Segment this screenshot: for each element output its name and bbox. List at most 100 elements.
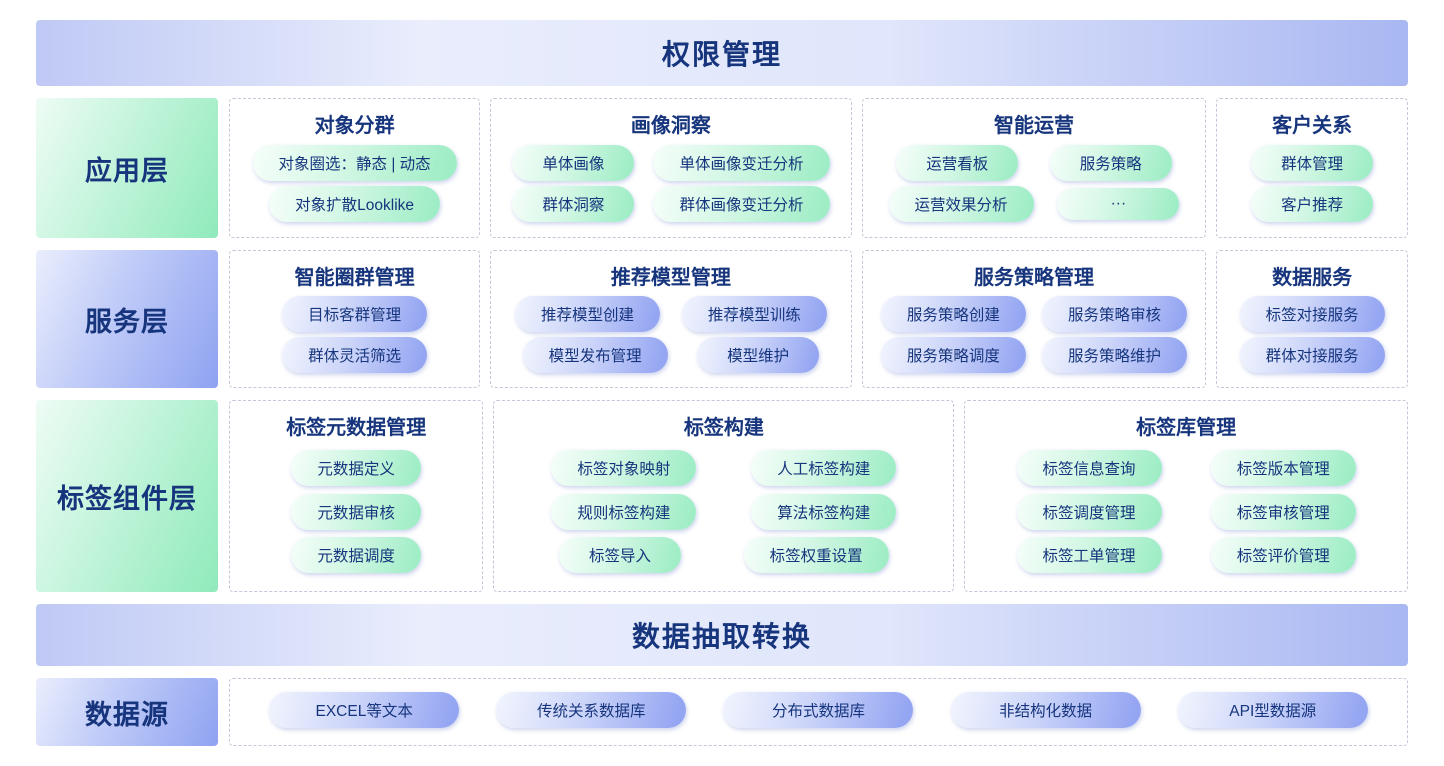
pill: 群体洞察 <box>512 186 635 222</box>
pill-rows: 标签对象映射人工标签构建规则标签构建 算法标签构建标签导入 标签权重设置 <box>504 442 943 581</box>
tag-component-layer-label: 标签组件层 <box>36 400 218 592</box>
section-title: 标签元数据管理 <box>286 417 427 439</box>
pill: 标签对象映射 <box>551 449 697 486</box>
section: 推荐模型管理推荐模型创建推荐模型训练模型发布管理模型维护 <box>490 250 852 388</box>
section: 标签元数据管理元数据定义元数据审核元数据调度 <box>229 400 484 592</box>
pill: EXCEL等文本 <box>269 692 460 728</box>
pill-rows: 推荐模型创建推荐模型训练模型发布管理模型维护 <box>501 292 841 377</box>
pill: 目标客群管理 <box>282 296 428 333</box>
app-layer-sections: 对象分群对象圈选：静态 | 动态对象扩散Looklike 画像洞察单体画像单体画像… <box>229 98 1408 238</box>
pill: 服务策略调度 <box>880 336 1026 373</box>
section-title: 推荐模型管理 <box>610 267 731 289</box>
pill: 单体画像 <box>512 145 635 181</box>
pill-rows: EXCEL等文本传统关系数据库分布式数据库非结构化数据 API型数据源 <box>240 685 1397 735</box>
tag-component-layer-sections: 标签元数据管理元数据定义元数据审核元数据调度标签构建标签对象映射人工标签构建规则… <box>229 400 1408 592</box>
pill-rows: 标签信息查询标签版本管理标签调度管理 标签审核管理标签工单管理 标签评价管理 <box>975 442 1397 581</box>
pill: 传统关系数据库 <box>496 692 687 728</box>
pill: 群体灵活筛选 <box>282 336 428 373</box>
section: 对象分群对象圈选：静态 | 动态对象扩散Looklike <box>229 98 481 238</box>
pill-row: 标签信息查询标签版本管理 <box>975 449 1397 486</box>
pill-row: 标签对象映射人工标签构建 <box>504 449 943 486</box>
section: 智能圈群管理目标客群管理群体灵活筛选 <box>229 250 481 388</box>
pill-row: 标签对接服务 <box>1227 296 1397 333</box>
pill: 单体画像变迁分析 <box>653 145 830 181</box>
section-title: 智能运营 <box>993 115 1074 137</box>
pill: 标签导入 <box>559 537 681 574</box>
tag-component-layer-row: 标签组件层标签元数据管理元数据定义元数据审核元数据调度标签构建标签对象映射人工标… <box>36 400 1408 592</box>
section-title: 数据服务 <box>1272 267 1353 289</box>
data-source-sections: EXCEL等文本传统关系数据库分布式数据库非结构化数据 API型数据源 <box>229 678 1408 746</box>
pill: API型数据源 <box>1177 692 1368 728</box>
pill-row: 客户推荐 <box>1227 186 1397 222</box>
pill-rows: 对象圈选：静态 | 动态对象扩散Looklike <box>240 140 469 227</box>
pill: 分布式数据库 <box>723 692 914 728</box>
pill-row: 推荐模型创建推荐模型训练 <box>501 296 841 333</box>
pill-rows: 单体画像单体画像变迁分析群体洞察群体画像变迁分析 <box>501 140 841 227</box>
section-title: 对象分群 <box>314 115 395 137</box>
pill-row: 对象圈选：静态 | 动态 <box>240 145 469 181</box>
pill: 对象扩散Looklike <box>269 186 441 222</box>
etl-banner: 数据抽取转换 <box>36 604 1408 666</box>
pill: 运营看板 <box>896 145 1019 181</box>
pill: 群体管理 <box>1251 145 1374 181</box>
pill-row: 服务策略调度服务策略维护 <box>873 336 1196 373</box>
pill-row: 元数据审核 <box>240 493 472 530</box>
pill: 群体对接服务 <box>1239 336 1385 373</box>
section-title: 标签构建 <box>683 417 764 439</box>
pill-row: 群体洞察群体画像变迁分析 <box>501 186 841 222</box>
pill: 对象圈选：静态 | 动态 <box>252 145 457 181</box>
pill-row: 元数据调度 <box>240 537 472 574</box>
pill-row: 对象扩散Looklike <box>240 186 469 222</box>
pill-rows: 运营看板服务策略运营效果分析··· <box>873 140 1196 227</box>
section: 服务策略管理服务策略创建服务策略审核服务策略调度服务策略维护 <box>861 250 1207 388</box>
pill: 元数据审核 <box>291 493 421 530</box>
pill-row: 单体画像单体画像变迁分析 <box>501 145 841 181</box>
pill: ··· <box>1057 188 1180 220</box>
pill: 服务策略维护 <box>1042 336 1188 373</box>
pill: 标签评价管理 <box>1210 537 1356 574</box>
pill: 元数据定义 <box>291 449 421 486</box>
section: 标签库管理标签信息查询标签版本管理标签调度管理标签审核管理标签工单管理标签评价管… <box>964 400 1408 592</box>
pill-rows: 目标客群管理群体灵活筛选 <box>240 292 469 377</box>
pill-rows: 元数据定义元数据审核元数据调度 <box>240 442 472 581</box>
pill-rows: 服务策略创建服务策略审核服务策略调度服务策略维护 <box>873 292 1196 377</box>
pill-row: EXCEL等文本传统关系数据库分布式数据库非结构化数据 API型数据源 <box>240 692 1397 728</box>
pill-row: 运营看板服务策略 <box>873 145 1196 181</box>
pill-row: 群体灵活筛选 <box>240 336 469 373</box>
pill-rows: 群体管理客户推荐 <box>1227 140 1397 227</box>
pill-row: 模型发布管理模型维护 <box>501 336 841 373</box>
section: 数据服务标签对接服务群体对接服务 <box>1216 250 1408 388</box>
etl-banner-title: 数据抽取转换 <box>631 621 812 652</box>
section: 智能运营运营看板服务策略运营效果分析··· <box>861 98 1207 238</box>
pill: 非结构化数据 <box>950 692 1141 728</box>
section: 标签构建标签对象映射人工标签构建规则标签构建 算法标签构建标签导入 标签权重设置 <box>493 400 955 592</box>
pill: 规则标签构建 <box>551 493 697 530</box>
service-layer-sections: 智能圈群管理目标客群管理群体灵活筛选推荐模型管理推荐模型创建推荐模型训练模型发布… <box>229 250 1408 388</box>
pill: 标签调度管理 <box>1016 493 1162 530</box>
pill-row: 群体管理 <box>1227 145 1397 181</box>
pill: 服务策略创建 <box>880 296 1026 333</box>
section-title: 服务策略管理 <box>973 267 1094 289</box>
section: EXCEL等文本传统关系数据库分布式数据库非结构化数据 API型数据源 <box>229 678 1408 746</box>
pill: 群体画像变迁分析 <box>653 186 830 222</box>
pill-row: 群体对接服务 <box>1227 336 1397 373</box>
pill-rows: 标签对接服务群体对接服务 <box>1227 292 1397 377</box>
pill: 推荐模型创建 <box>515 296 661 333</box>
section-title: 画像洞察 <box>630 115 711 137</box>
pill: 服务策略审核 <box>1042 296 1188 333</box>
pill: 客户推荐 <box>1251 186 1374 222</box>
pill-row: 标签调度管理 标签审核管理 <box>975 493 1397 530</box>
pill-row: 标签工单管理 标签评价管理 <box>975 537 1397 574</box>
pill: 标签工单管理 <box>1016 537 1162 574</box>
pill: 标签版本管理 <box>1210 449 1356 486</box>
pill: 标签权重设置 <box>743 537 889 574</box>
pill: 算法标签构建 <box>751 493 897 530</box>
section-title: 智能圈群管理 <box>294 267 415 289</box>
pill: 推荐模型训练 <box>681 296 827 333</box>
pill: 模型发布管理 <box>522 336 668 373</box>
pill-row: 目标客群管理 <box>240 296 469 333</box>
pill: 标签审核管理 <box>1210 493 1356 530</box>
pill: 元数据调度 <box>291 537 421 574</box>
